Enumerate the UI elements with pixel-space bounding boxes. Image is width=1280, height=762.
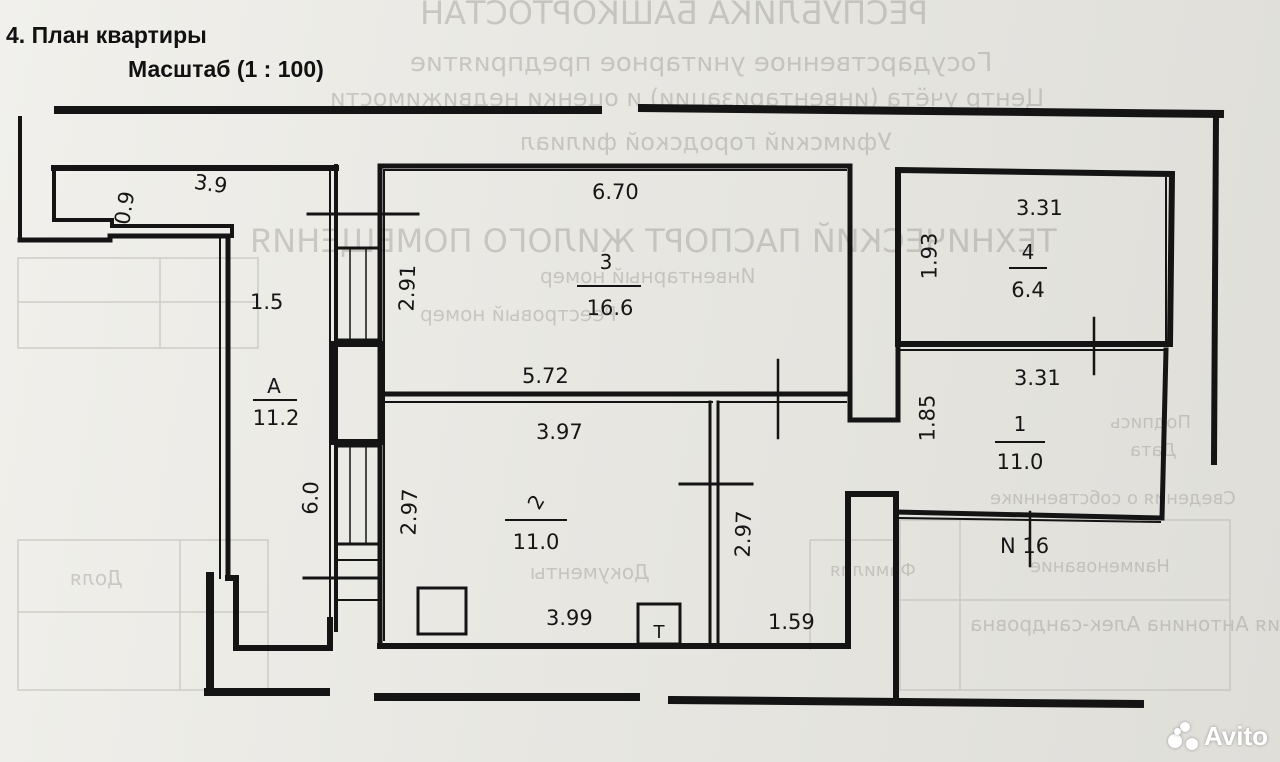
room-1-area: 11.0 [996,450,1044,474]
dimension-6-0: 6.0 [298,480,324,516]
dimension-3-97: 3.97 [536,420,583,444]
dimension-3-9: 3.9 [192,169,229,199]
avito-brand-text: Avito [1203,721,1268,751]
dimension-2-97-right: 2.97 [730,510,757,558]
avito-logo-icon [1167,721,1198,752]
dimension-2-91: 2.91 [394,264,421,312]
shaft-lower [334,444,382,546]
sink-fixture [636,602,682,646]
dimension-1-59: 1.59 [768,610,815,634]
dimension-3-31-mid: 3.31 [1014,366,1061,390]
dimension-6-70: 6.70 [592,180,639,204]
plan-title: 4. План квартиры [6,22,207,48]
svg-text:T: T [653,622,666,643]
room-1-number: 1 [1013,412,1027,436]
dimension-2-97-left: 2.97 [396,488,423,536]
dimension-5-72: 5.72 [522,364,569,388]
dimension-3-99: 3.99 [546,606,593,630]
shaft-upper [334,246,382,342]
room-3-walls [377,163,897,645]
plan-scale: Масштаб (1 : 100) [128,56,324,82]
balcony-inner [52,168,234,238]
room-4-number: 4 [1021,240,1035,264]
dimension-1-5: 1.5 [250,290,284,314]
outer-wall-top-right [637,103,1225,119]
dimension-3-31-top: 3.31 [1016,196,1063,220]
stove-fixture [416,586,468,636]
room-4-area: 6.4 [1011,278,1045,302]
room-2-area: 11.0 [512,530,560,554]
shaft-middle [331,341,385,445]
apartment-number: N 16 [1000,534,1050,558]
room-3-number: 3 [599,250,613,274]
room-1-walls [895,341,1169,521]
room-4-walls [895,166,1176,347]
room-a-area: 11.2 [252,406,300,430]
balcony-outline [17,233,231,581]
outer-wall-bottom-right [667,695,1145,709]
avito-watermark: Avito [1167,721,1268,752]
room-a-number: А [267,374,281,398]
dimension-1-85: 1.85 [915,394,940,442]
bleed-table-lines [17,257,1231,691]
dimension-1-93: 1.93 [917,232,942,280]
room-3-area: 16.6 [586,296,634,320]
outer-wall-right [1210,110,1220,466]
